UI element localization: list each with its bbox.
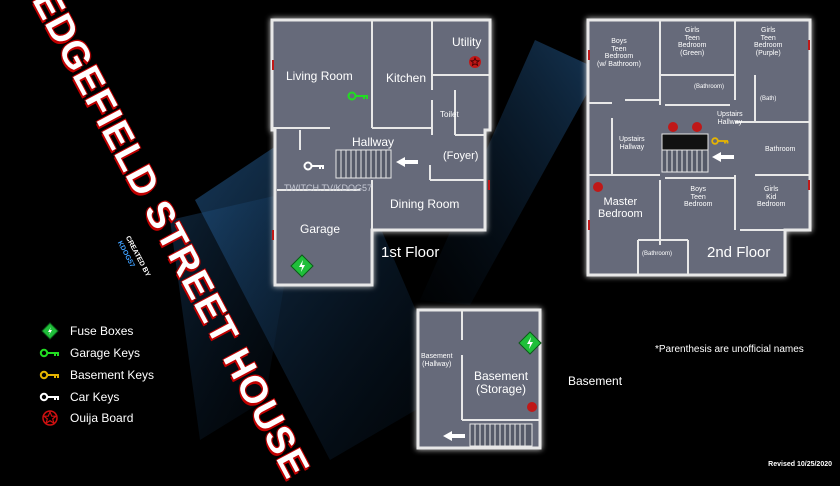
room-girls-kid-bedroom: Girls Kid Bedroom [757, 186, 786, 209]
room-living-room: Living Room [286, 69, 353, 83]
legend-item-fuse-boxes: Fuse Boxes [70, 324, 134, 338]
floor-label-first: 1st Floor [381, 244, 440, 261]
ouija-board-icon [593, 182, 603, 192]
basement-key-icon [39, 370, 59, 380]
fuse-box-icon [41, 322, 59, 340]
map-canvas [39, 18, 812, 460]
fuse-box-icon [290, 254, 314, 278]
room-toilet: Toilet [440, 110, 459, 119]
floor-label-basement: Basement [568, 374, 623, 388]
ouija-board-icon [469, 56, 481, 68]
legend-item-ouija-board: Ouija Board [70, 411, 134, 425]
room-girls-teen-bedroom-green: Girls Teen Bedroom (Green) [678, 27, 707, 58]
room-girls-teen-bedroom-purple: Girls Teen Bedroom (Purple) [754, 27, 783, 58]
footnote: *Parenthesis are unofficial names [655, 344, 804, 355]
floor-label-second: 2nd Floor [707, 244, 771, 261]
basement-key-icon [711, 137, 729, 145]
room-basement-hallway: Basement (Hallway) [421, 353, 453, 368]
garage-key-icon [39, 348, 59, 358]
room-boys-teen-bedroom: Boys Teen Bedroom [684, 186, 713, 209]
car-key-icon [303, 161, 324, 171]
room-bathroom-small: (Bathroom) [694, 84, 725, 90]
room-bath: (Bath) [760, 96, 777, 102]
room-garage: Garage [300, 222, 341, 236]
stairs [469, 423, 533, 447]
room-foyer: (Foyer) [443, 150, 479, 162]
first-floor-walls [272, 20, 490, 230]
room-upstairs-hallway-left: Upstairs Hallway [619, 136, 645, 151]
room-bathroom: Bathroom [765, 146, 796, 153]
basement-walls [461, 310, 540, 421]
watermark: TWITCH.TV/KDOG57 [284, 183, 373, 193]
car-key-icon [39, 392, 59, 402]
room-dining-room: Dining Room [390, 197, 460, 211]
legend-item-basement-keys: Basement Keys [70, 368, 155, 382]
room-kitchen: Kitchen [386, 71, 427, 85]
second-floor-walls [588, 20, 810, 275]
ouija-board-icon [692, 122, 702, 132]
room-master-bedroom: Master Bedroom [598, 196, 643, 221]
fuse-box-icon [518, 331, 542, 355]
arrow-left-icon [396, 157, 418, 167]
room-boys-teen-bedroom-bath: Boys Teen Bedroom (w/ Bathroom) [597, 38, 641, 69]
ouija-board-icon [42, 410, 58, 426]
ouija-board-icon [668, 122, 678, 132]
arrow-left-icon [712, 152, 734, 162]
light-beam [170, 190, 300, 440]
room-basement-storage: Basement (Storage) [474, 369, 529, 397]
stairs [661, 133, 709, 173]
door-markers [272, 40, 810, 240]
stairs [335, 149, 392, 179]
light-beam [420, 40, 600, 305]
revised-date: Revised 10/25/2020 [768, 461, 832, 468]
room-utility: Utility [452, 35, 482, 49]
legend-item-garage-keys: Garage Keys [70, 346, 141, 360]
room-upstairs-hallway-right: Upstairs Hallway [717, 111, 743, 126]
garage-key-icon [347, 91, 368, 101]
room-hallway: Hallway [352, 135, 395, 149]
legend-item-car-keys: Car Keys [70, 390, 120, 404]
room-master-bathroom: (Bathroom) [642, 251, 673, 257]
ouija-board-icon [527, 402, 537, 412]
arrow-right-icon [443, 431, 465, 441]
